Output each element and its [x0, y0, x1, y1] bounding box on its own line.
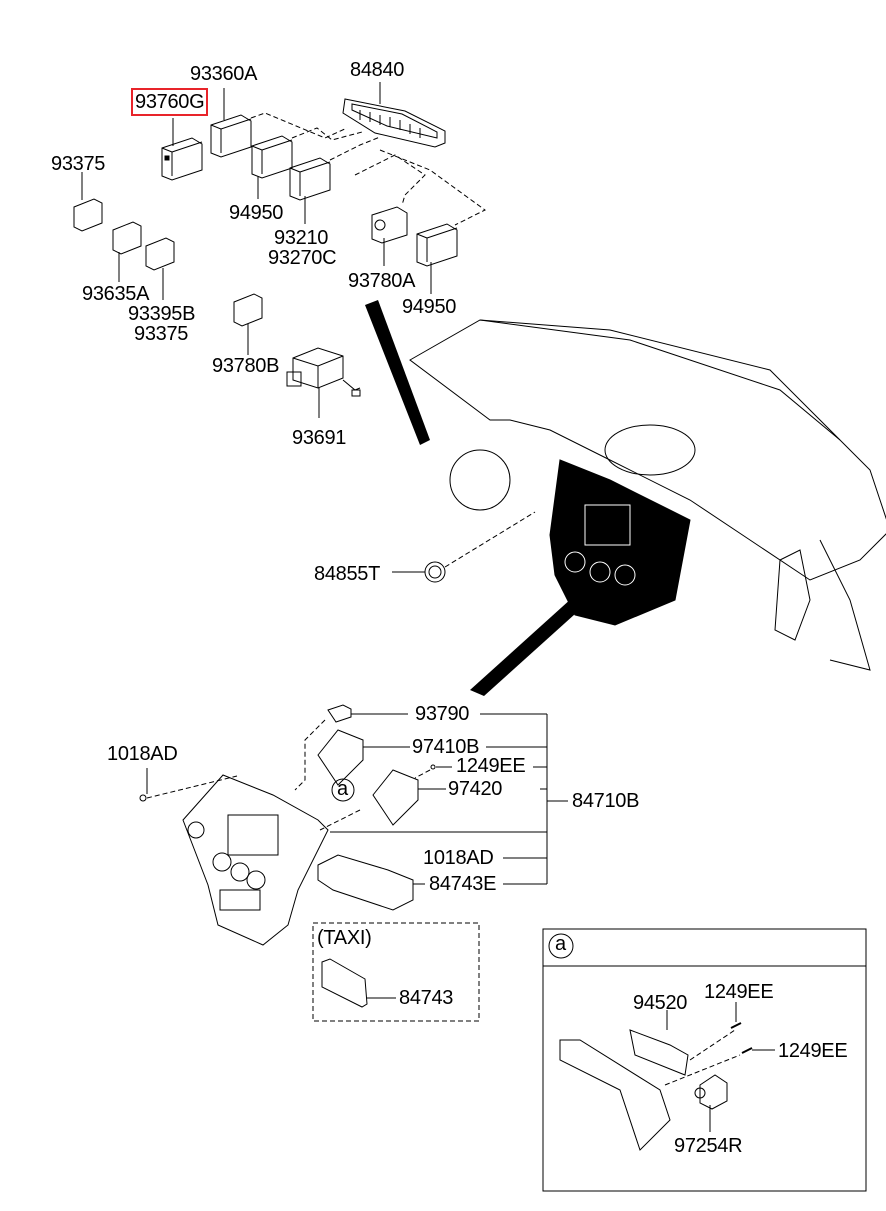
pointer-arrow-bottom	[470, 598, 585, 696]
label-callout-a[interactable]: a	[337, 778, 348, 800]
label-84855T[interactable]: 84855T	[314, 563, 381, 585]
label-93760G-highlighted[interactable]: 93760G	[130, 88, 209, 116]
label-93210[interactable]: 93210	[274, 227, 329, 249]
label-84743E[interactable]: 84743E	[429, 873, 497, 895]
switch-93760G[interactable]	[161, 118, 203, 181]
label-1018AD-b[interactable]: 1018AD	[423, 847, 494, 869]
label-84710B[interactable]: 84710B	[572, 790, 640, 812]
leader-84710B	[330, 713, 568, 885]
inset-a-box	[542, 928, 867, 1192]
label-1249EE-a[interactable]: 1249EE	[456, 755, 526, 777]
label-inset-a: a	[555, 933, 566, 955]
switch-93360A[interactable]	[210, 88, 252, 158]
panel-84743[interactable]	[321, 958, 396, 1008]
label-1249EE-b[interactable]: 1249EE	[704, 981, 774, 1003]
dashboard	[409, 319, 886, 671]
module-93691[interactable]	[286, 347, 361, 418]
label-97420[interactable]: 97420	[448, 778, 503, 800]
label-93360A[interactable]: 93360A	[190, 63, 258, 85]
switch-93210[interactable]	[289, 157, 331, 224]
vent-97420[interactable]	[319, 764, 452, 831]
label-taxi-title: (TAXI)	[317, 927, 372, 949]
label-93375-b[interactable]: 93375	[134, 323, 189, 345]
callout-a-circle[interactable]	[331, 778, 355, 802]
inset-a-circle	[548, 933, 574, 959]
label-93395B[interactable]: 93395B	[128, 303, 196, 325]
label-93375-a[interactable]: 93375	[51, 153, 106, 175]
label-93780A[interactable]: 93780A	[348, 270, 416, 292]
label-1249EE-c[interactable]: 1249EE	[778, 1040, 848, 1062]
switch-94950-b[interactable]	[416, 223, 458, 294]
label-1018AD-a[interactable]: 1018AD	[107, 743, 178, 765]
part-93790[interactable]	[294, 704, 408, 791]
switch-93635A[interactable]	[112, 221, 142, 282]
assembly-lines-top	[250, 112, 486, 226]
tray-84743E[interactable]	[317, 854, 425, 911]
label-84840[interactable]: 84840	[350, 59, 405, 81]
taxi-box	[312, 922, 480, 1022]
label-97410B[interactable]: 97410B	[412, 736, 480, 758]
label-93270C[interactable]: 93270C	[268, 247, 337, 269]
label-97254R[interactable]: 97254R	[674, 1135, 743, 1157]
label-94950-a[interactable]: 94950	[229, 202, 284, 224]
label-93691[interactable]: 93691	[292, 427, 347, 449]
label-93635A[interactable]: 93635A	[82, 283, 150, 305]
switch-94950-a[interactable]	[251, 135, 293, 199]
screw-1018AD[interactable]	[139, 768, 238, 802]
switch-93375-a[interactable]	[73, 172, 103, 232]
ring-84855T[interactable]	[392, 511, 536, 583]
label-94950-b[interactable]: 94950	[402, 296, 457, 318]
label-84743[interactable]: 84743	[399, 987, 454, 1009]
switch-93780A[interactable]	[371, 206, 408, 266]
label-93790[interactable]: 93790	[415, 703, 470, 725]
fascia-84710B[interactable]	[182, 774, 329, 946]
pointer-arrow-top	[365, 300, 430, 445]
inset-a-parts	[559, 1002, 775, 1151]
switch-93780B[interactable]	[233, 293, 263, 355]
switch-93395B[interactable]	[145, 237, 175, 300]
label-94520[interactable]: 94520	[633, 992, 688, 1014]
bezel-84840[interactable]	[342, 82, 446, 148]
label-93780B[interactable]: 93780B	[212, 355, 280, 377]
vent-97410B[interactable]	[317, 729, 410, 786]
